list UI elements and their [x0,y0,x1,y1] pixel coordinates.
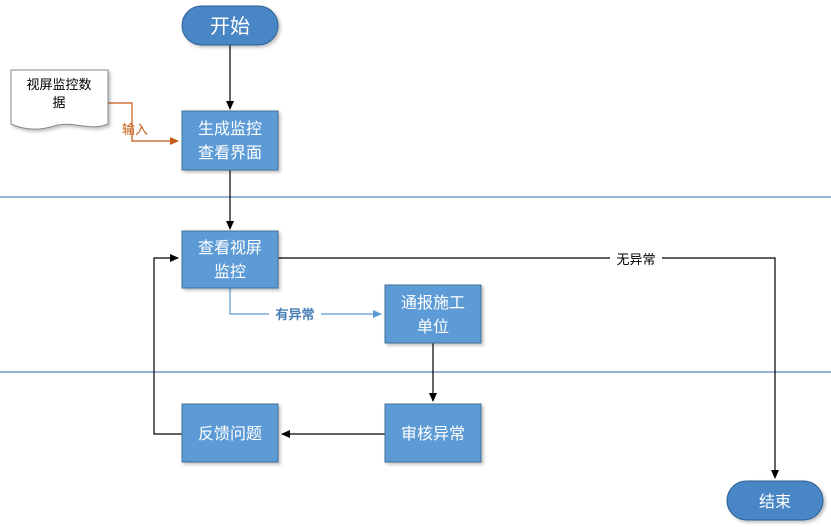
process-generate-view[interactable]: 生成监控 查看界面 [181,110,279,171]
edge-label-input: 输入 [122,122,148,138]
edge-document-to-generate [108,102,179,145]
edge-label-no-anomaly: 无异常 [616,253,655,268]
process-feedback-issue[interactable]: 反馈问题 [181,403,279,463]
generate-view-label-line1: 生成监控 [198,119,262,138]
notify-unit-label-line1: 通报施工 [401,293,465,312]
view-monitor-label-line2: 监控 [214,262,246,281]
edge-label-no-anomaly-bg [610,250,662,267]
edge-view-to-notify [229,288,382,318]
process-review-anomaly[interactable]: 审核异常 [384,403,482,463]
edge-label-has-anomaly-bg [269,305,321,322]
end-terminal[interactable]: 结束 [726,480,824,521]
document-label-line1: 视屏监控数 [26,78,91,93]
start-label: 开始 [210,14,250,38]
edge-feedback-to-view [153,254,182,435]
review-anomaly-label: 审核异常 [401,424,465,443]
edge-label-has-anomaly: 有异常 [275,307,314,323]
document-label-line2: 据 [52,96,65,111]
end-label: 结束 [759,492,791,511]
process-notify-unit[interactable]: 通报施工 单位 [384,284,482,344]
start-terminal[interactable]: 开始 [181,5,279,46]
notify-unit-label-line2: 单位 [417,317,449,336]
edge-view-to-end [278,257,779,479]
generate-view-label-line2: 查看界面 [198,143,262,162]
view-monitor-label-line1: 查看视屏 [198,238,262,257]
feedback-issue-label: 反馈问题 [198,424,262,443]
document-monitoring-data[interactable]: 视屏监控数 据 [10,69,109,130]
process-view-monitor[interactable]: 查看视屏 监控 [181,230,279,289]
